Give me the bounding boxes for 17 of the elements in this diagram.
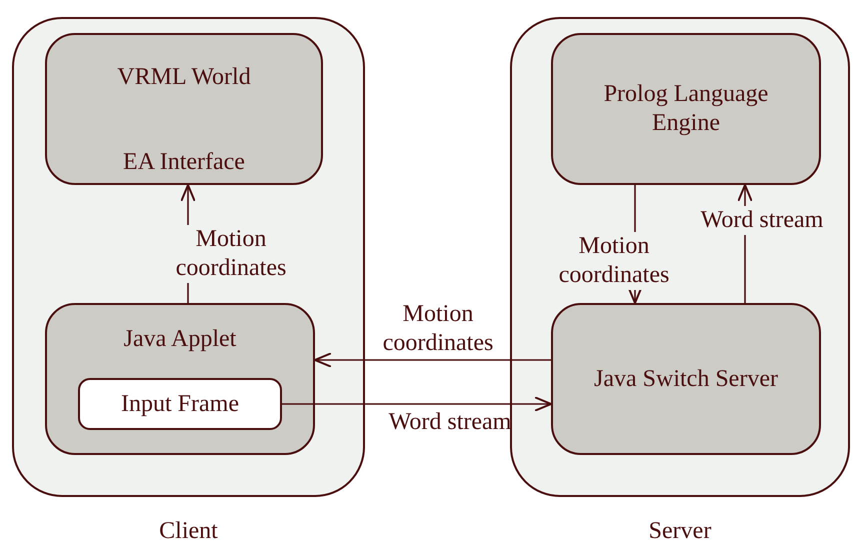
box-label: Input Frame	[121, 390, 239, 418]
component-box	[551, 303, 821, 455]
arrow	[314, 352, 551, 368]
component-box	[45, 303, 315, 455]
box-label: VRML World	[117, 63, 251, 92]
box-label: EA Interface	[123, 148, 245, 177]
box-label: Java Switch Server	[594, 364, 778, 394]
arrow	[282, 396, 552, 412]
edge-label: Motion coordinates	[382, 300, 494, 358]
component-box	[551, 33, 821, 185]
edge-label: Word stream	[388, 408, 512, 437]
box-label: Java Applet	[124, 325, 236, 354]
box-label: Prolog Language Engine	[602, 80, 770, 138]
panel-label: Server	[648, 517, 712, 545]
panel-label: Client	[158, 517, 219, 545]
component-box	[78, 378, 282, 430]
component-box	[45, 33, 323, 185]
